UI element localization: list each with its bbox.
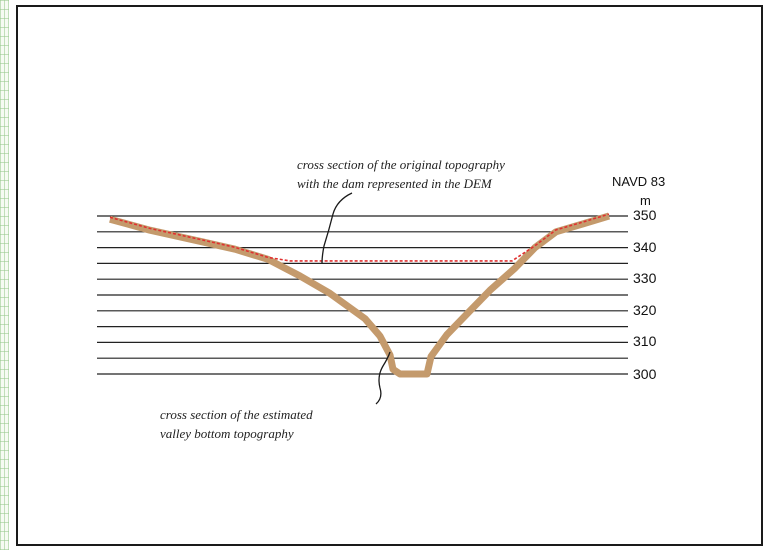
annotation-line: with the dam represented in the DEM xyxy=(297,176,492,191)
unit-label: m xyxy=(640,193,651,208)
annotation-line: cross section of the original topography xyxy=(297,157,505,172)
elevation-label-330: 330 xyxy=(633,270,657,286)
elevation-label-310: 310 xyxy=(633,333,657,349)
estimated-valley-profile xyxy=(109,212,611,378)
elevation-label-300: 300 xyxy=(633,366,657,382)
figure-frame xyxy=(16,5,763,546)
annotation-line: valley bottom topography xyxy=(160,426,294,441)
elevation-label-320: 320 xyxy=(633,302,657,318)
elevation-label-340: 340 xyxy=(633,239,657,255)
annotation-line: cross section of the estimated xyxy=(160,407,313,422)
datum-label: NAVD 83 xyxy=(612,174,666,189)
leader-line-original xyxy=(321,192,353,264)
annotation-original-topography: cross section of the original topography… xyxy=(297,155,505,193)
elevation-label-350: 350 xyxy=(633,207,657,223)
contour-lines xyxy=(97,215,628,375)
background-grid-strip xyxy=(0,0,9,550)
annotation-estimated-bottom: cross section of the estimated valley bo… xyxy=(160,405,313,443)
leader-line-estimated xyxy=(375,351,391,405)
original-topography-profile xyxy=(109,213,610,262)
